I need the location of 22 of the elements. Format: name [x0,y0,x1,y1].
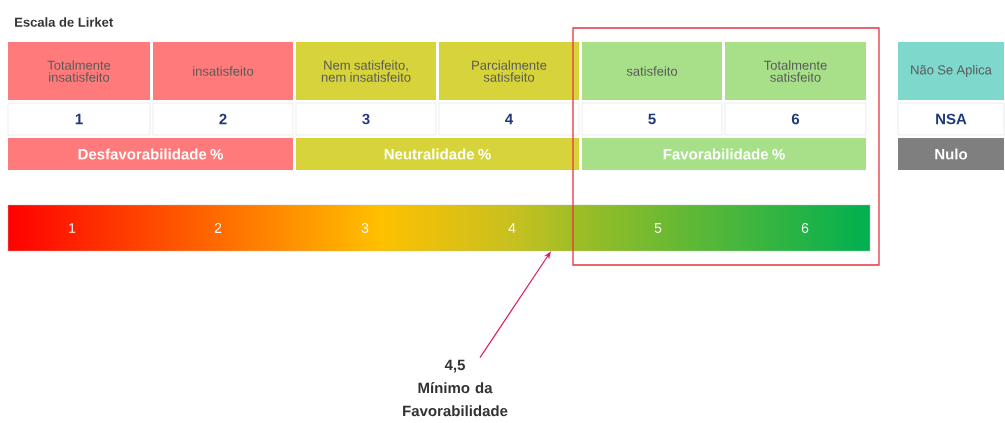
number-cell: 6 [724,102,867,136]
category-band: Neutralidade % [296,138,579,170]
highlight-frame [572,27,880,266]
label-cell: Totalmente insatisfeito [8,42,150,100]
title: Escala de Lirket [15,17,114,27]
label-cell: insatisfeito [153,42,293,100]
number-cell: 3 [295,102,437,136]
number-cell: 1 [7,102,151,136]
number-cell: 2 [152,102,294,136]
label-cell: satisfeito [582,42,722,100]
annotation-text: 4,5 Mínimo da Favorabilidade [403,359,508,417]
label-cell: Nem satisfeito, nem insatisfeito [296,42,436,100]
gradient-bar: 1 2 3 4 5 6 [7,204,871,252]
category-band: Desfavorabilidade % [8,138,293,170]
category-band: Favorabilidade % [582,138,866,170]
number-cell: NSA [897,102,1005,136]
label-cell: Parcialmente satisfeito [439,42,579,100]
label-cell: Não Se Aplica [898,42,1004,100]
category-band: Nulo [898,138,1004,170]
number-cell: 5 [581,102,723,136]
label-cell: Totalmente satisfeito [725,42,866,100]
number-cell: 4 [438,102,580,136]
